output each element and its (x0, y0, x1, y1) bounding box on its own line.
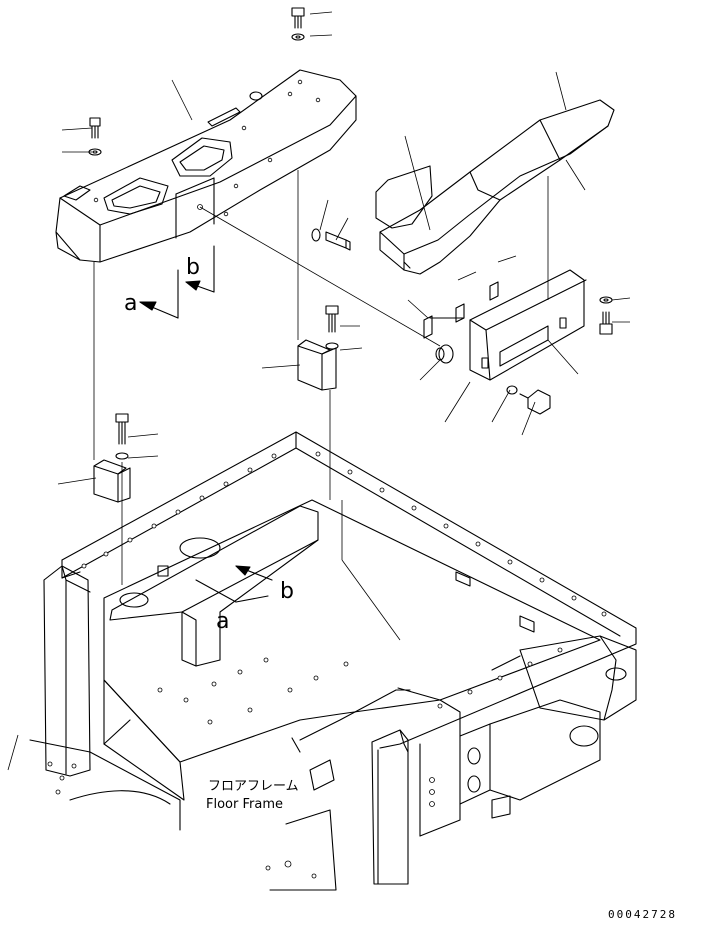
top-bolt-icon (291, 7, 305, 41)
right-console-cover (379, 99, 615, 275)
left-bolt-icon (88, 117, 102, 156)
document-number: 00042728 (608, 908, 677, 921)
floor-frame-caption-jp: フロアフレーム (208, 779, 299, 794)
right-side-panel (429, 269, 587, 381)
view-arrow-a-lower (195, 579, 269, 603)
view-arrow-b (185, 245, 215, 293)
floor-frame-caption-en: Floor Frame (206, 797, 283, 812)
spacer-icon (435, 344, 454, 364)
view-label-b: b (186, 255, 200, 280)
view-label-b-lower: b (280, 579, 294, 604)
console-pad (375, 165, 433, 229)
center-bracket (297, 305, 339, 391)
knob-icon (506, 385, 551, 415)
view-label-a: a (124, 291, 137, 316)
frame-holes (47, 451, 607, 879)
right-bolt-icon (599, 296, 613, 335)
panel-clips (423, 281, 499, 339)
console-holes (93, 79, 321, 217)
floor-frame (29, 431, 637, 891)
left-bracket (93, 413, 131, 503)
leader-lines (7, 11, 631, 771)
side-bolt-icon (311, 228, 351, 251)
left-console-cover (55, 69, 357, 263)
view-arrow-a (139, 269, 179, 319)
assembly-guides (93, 170, 549, 641)
view-label-a-lower: a (216, 609, 229, 634)
